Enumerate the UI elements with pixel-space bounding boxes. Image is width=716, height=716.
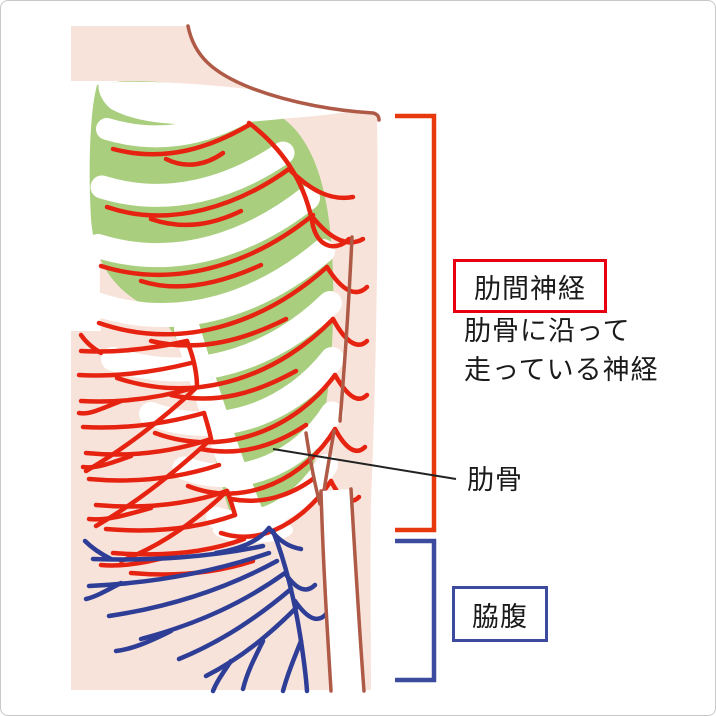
description-line-1: 肋骨に沿って — [464, 316, 631, 346]
intercostal-nerve-label: 肋間神経 — [474, 273, 586, 304]
rib-leader-line — [272, 448, 457, 480]
flank-label: 脇腹 — [472, 601, 528, 632]
rib-label: 肋骨 — [467, 465, 523, 495]
flank-label-box: 脇腹 — [452, 586, 548, 642]
intercostal-description: 肋骨に沿って 走っている神経 — [464, 312, 659, 390]
flank-nerves-blue — [82, 525, 330, 694]
body-outline — [186, 24, 381, 693]
intercostal-nerves-red — [76, 120, 370, 577]
scapula-shape — [98, 81, 364, 125]
intercostal-nerve-label-box: 肋間神経 — [453, 259, 607, 313]
red-bracket — [395, 113, 437, 533]
description-line-2: 走っている神経 — [464, 355, 659, 385]
blue-bracket — [395, 538, 437, 683]
